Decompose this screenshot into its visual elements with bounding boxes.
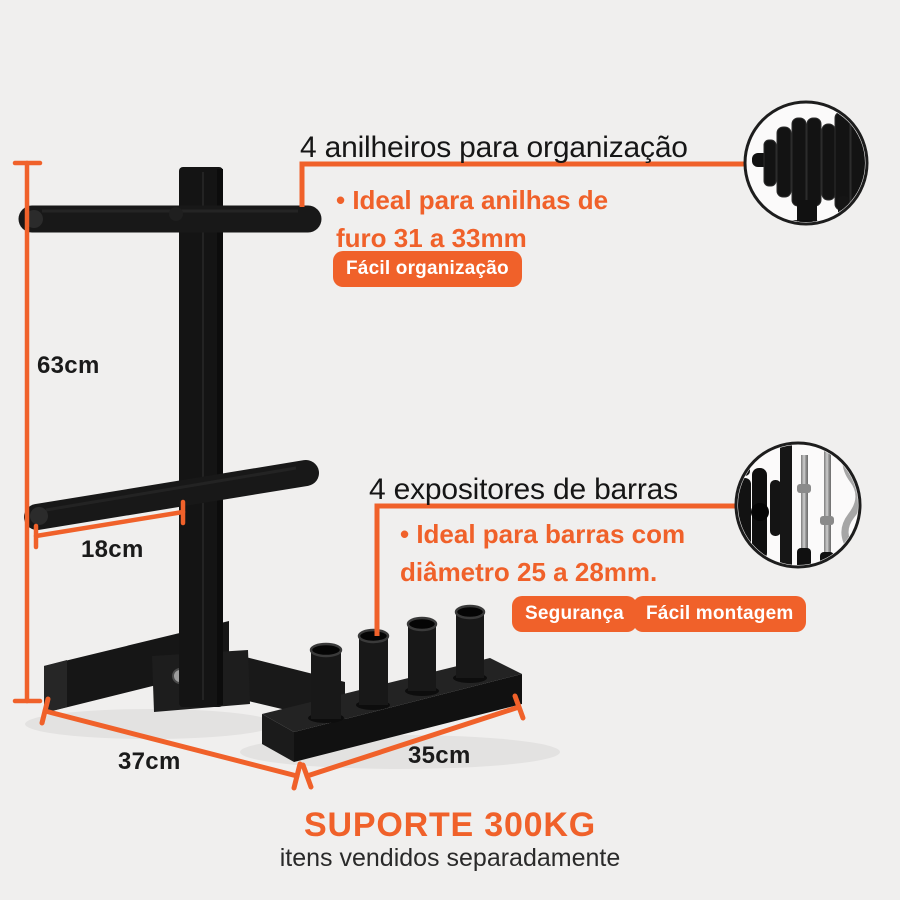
width-measure-line: [300, 693, 526, 790]
sold-separately-note: itens vendidos separadamente: [279, 844, 621, 872]
plate-holders-badge: Fácil organização: [333, 251, 522, 287]
plate-callout-line: [299, 161, 745, 207]
plates-closeup-inset: [743, 100, 869, 226]
bar-holders-bullet-line2: diâmetro 25 a 28mm.: [400, 557, 658, 587]
measurement-lines: [12, 160, 526, 791]
bar-tube: [405, 616, 439, 696]
bar-tube: [356, 628, 390, 710]
capacity-title: SUPORTE 300KG: [304, 806, 596, 844]
bar-holders-badge-seguranca: Segurança: [512, 596, 637, 632]
dimension-height-label: 63cm: [37, 352, 100, 379]
bars-closeup-inset: [734, 441, 862, 569]
plate-holders-title: 4 anilheiros para organização: [300, 131, 688, 164]
dimension-arm-label: 18cm: [81, 536, 144, 563]
arm-measure-line: [33, 499, 186, 550]
dimension-depth-label: 37cm: [118, 748, 181, 775]
dimension-width-label: 35cm: [408, 742, 471, 769]
height-measure-line: [12, 160, 43, 704]
plate-holders-bullet-line1: • Ideal para anilhas de: [336, 185, 609, 215]
upright-post: [179, 167, 223, 707]
bar-holders-title: 4 expositores de barras: [369, 473, 678, 506]
bar-holders-bullet-line1: • Ideal para barras com: [400, 519, 686, 549]
bar-tube: [453, 604, 487, 683]
depth-measure-line: [39, 696, 303, 791]
callout-lines: [299, 161, 745, 636]
weight-tree-rack: [18, 167, 522, 762]
bar-callout-line: [374, 503, 736, 636]
plate-holders-bullet-line2: furo 31 a 33mm: [336, 223, 527, 253]
plate-arm-top: [18, 205, 322, 233]
plate-arm-bottom: [24, 460, 319, 530]
bar-holder-tubes: [308, 604, 487, 723]
bar-holders-badge-montagem: Fácil montagem: [633, 596, 807, 632]
bar-tube: [308, 642, 344, 723]
